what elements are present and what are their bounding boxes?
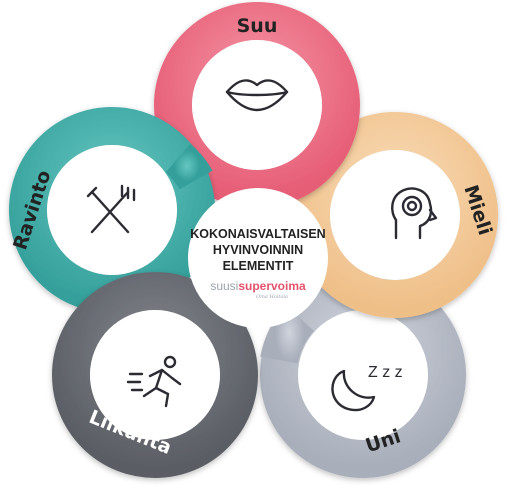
label-suu: Suu bbox=[237, 15, 278, 37]
center-area bbox=[188, 188, 328, 328]
moon-zzz-icon: Z z z bbox=[331, 364, 403, 412]
running-person-icon bbox=[126, 355, 182, 408]
zzz-text: Z z z bbox=[368, 364, 403, 381]
center-title-line3: ELEMENTIT bbox=[223, 259, 294, 273]
center-title-line2: HYVINVOINNIN bbox=[213, 243, 303, 257]
center-title-line1: KOKONAISVALTAISEN bbox=[190, 227, 325, 241]
brand-tagline: Oma Hoitola bbox=[256, 294, 288, 300]
brand-part1: suusi bbox=[210, 279, 238, 293]
fork-knife-icon bbox=[86, 184, 136, 234]
ring-uni bbox=[260, 272, 466, 478]
brand-logo: suusisupervoima Oma Hoitola bbox=[210, 279, 306, 300]
brand-part2: supervoima bbox=[238, 279, 306, 293]
head-brain-icon bbox=[391, 187, 438, 240]
ring-liikunta bbox=[52, 272, 258, 478]
lips-icon bbox=[225, 79, 289, 112]
svg-text:suusisupervoima: suusisupervoima bbox=[210, 279, 306, 293]
